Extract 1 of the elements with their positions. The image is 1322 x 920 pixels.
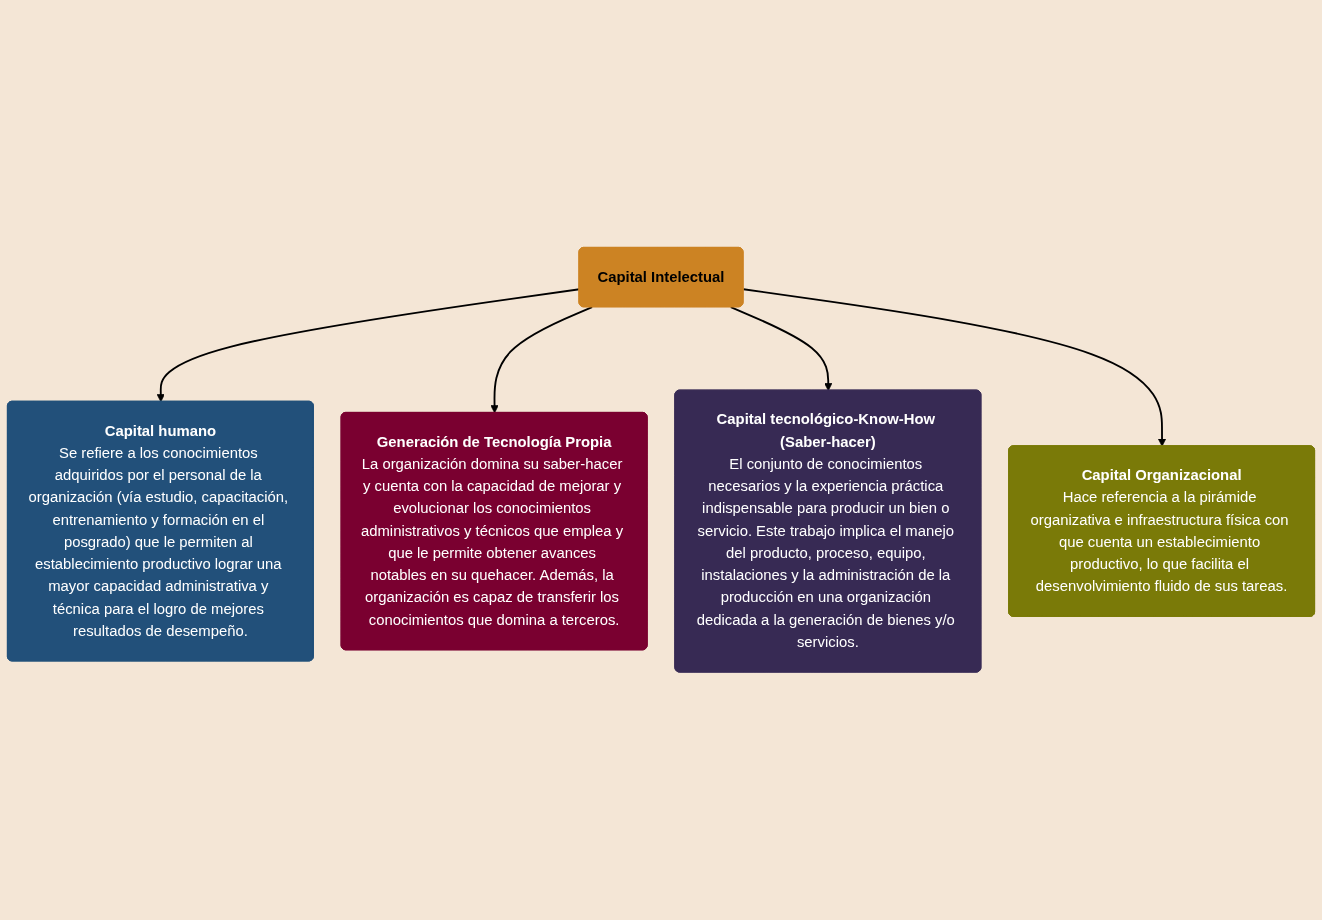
arrow [742,288,1167,447]
